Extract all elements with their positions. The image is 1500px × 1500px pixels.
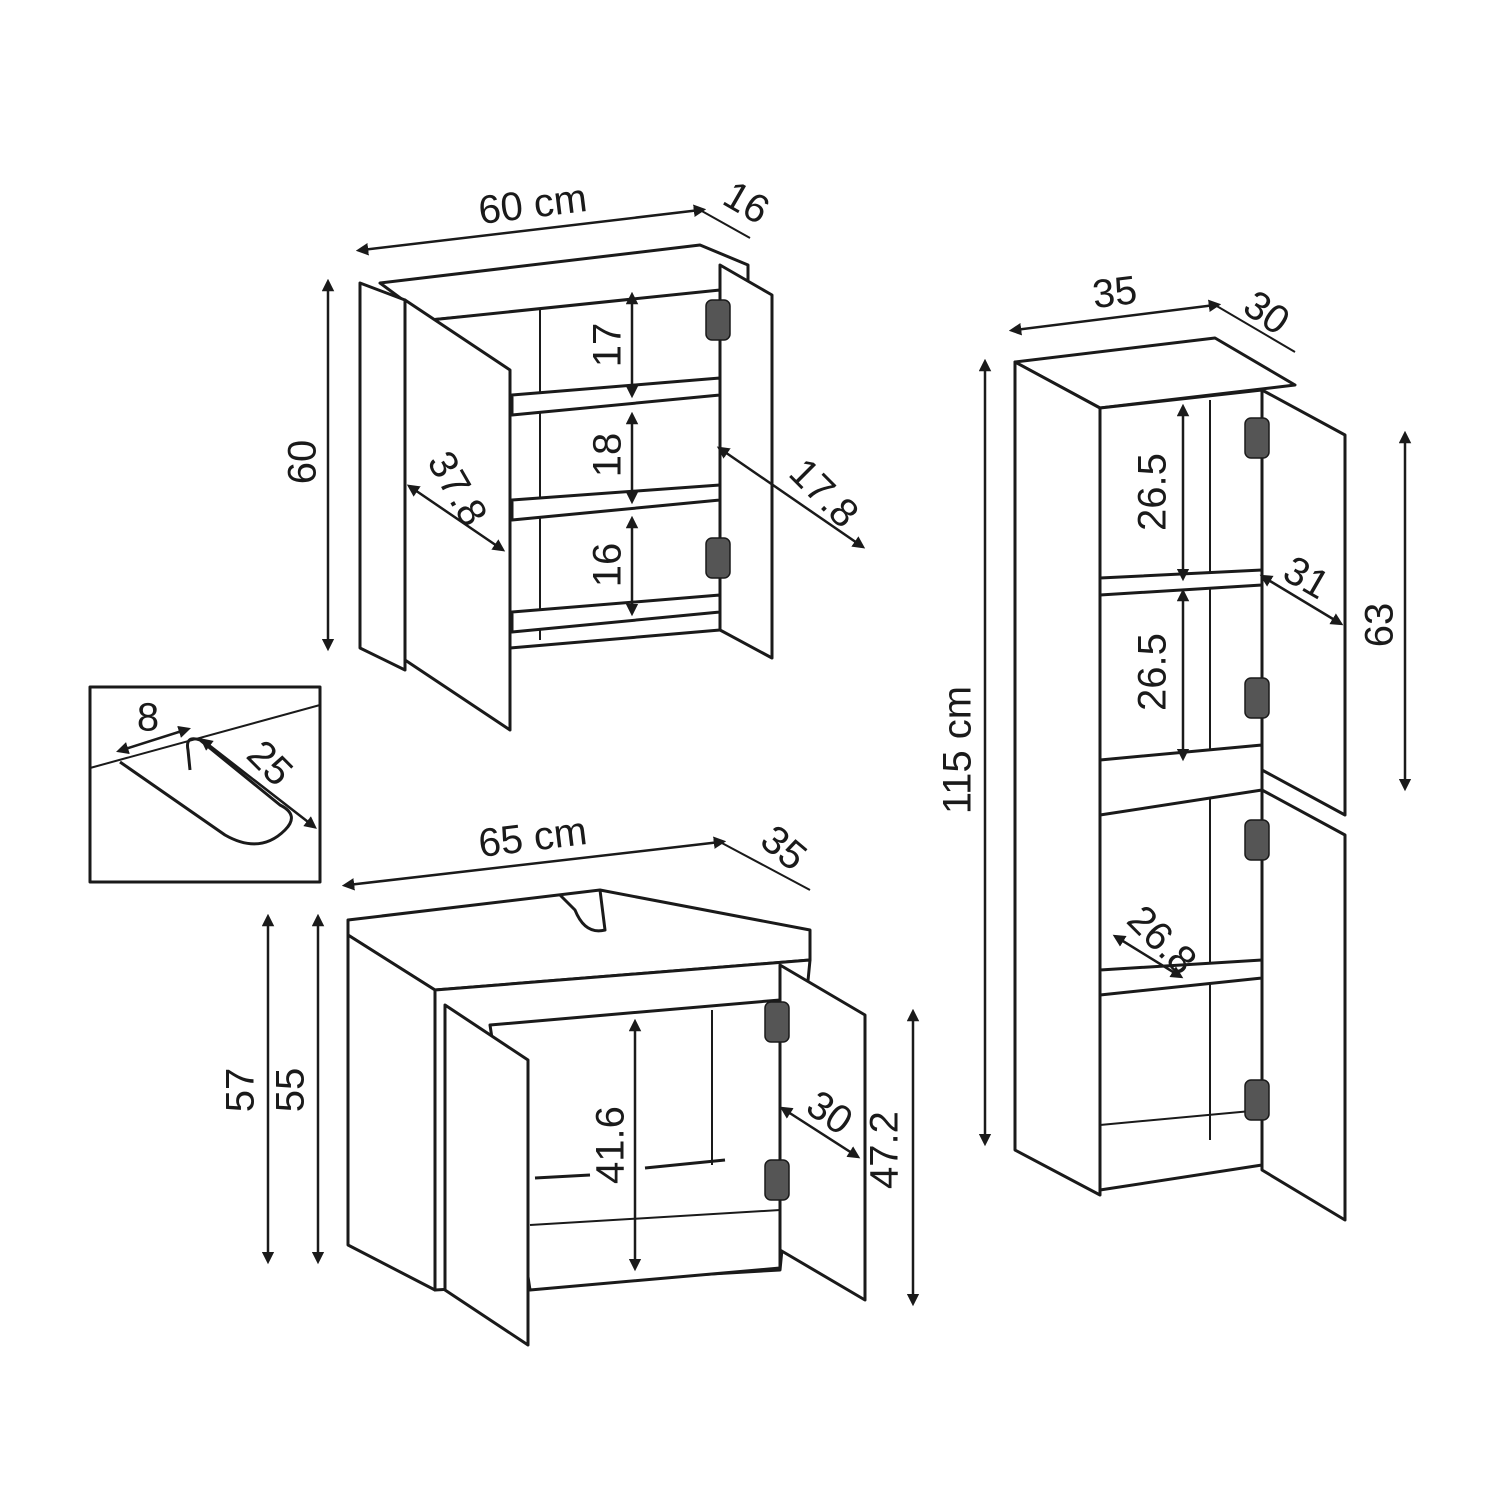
vanity-depth-label: 35	[752, 817, 814, 879]
hinge-icon	[705, 537, 731, 579]
tall-cabinet-drawing	[978, 299, 1412, 1222]
vanity-body-height-label: 55	[269, 1068, 313, 1113]
wall-cabinet-shelf-top-label: 17	[586, 323, 630, 368]
wall-cabinet-drawing	[321, 204, 866, 732]
handle-detail-drawing	[88, 685, 322, 884]
wall-cabinet-shelf-middle-label: 18	[586, 433, 630, 478]
handle-width-label: 8	[137, 696, 159, 740]
hinge-icon	[764, 1159, 790, 1201]
wall-cabinet-shelf-bottom-label: 16	[586, 543, 630, 588]
hinge-icon	[705, 299, 731, 341]
tall-cabinet-shelf-lower-label: 26.5	[1131, 633, 1175, 711]
vanity-width-label: 65 cm	[476, 809, 589, 866]
hinge-icon	[1244, 1079, 1270, 1121]
tall-cabinet-shelf-upper-label: 26.5	[1131, 453, 1175, 531]
handle-length-label: 25	[238, 732, 301, 795]
hinge-icon	[764, 1001, 790, 1043]
wall-cabinet-right-door-label: 17.8	[781, 450, 867, 536]
tall-cabinet-height-label: 115 cm	[936, 686, 980, 814]
vanity-inner-height-label: 41.6	[589, 1106, 633, 1184]
tall-cabinet-width-label: 35	[1090, 268, 1140, 317]
hinge-icon	[1244, 819, 1270, 861]
hinge-icon	[1244, 417, 1270, 459]
vanity-door-height-label: 47.2	[863, 1111, 907, 1189]
tall-cabinet-door-height-label: 63	[1358, 603, 1402, 648]
vanity-total-height-label: 57	[219, 1068, 263, 1113]
tall-cabinet-depth-label: 30	[1236, 282, 1298, 344]
wall-cabinet-height-label: 60	[281, 440, 325, 485]
vanity-unit-drawing	[261, 836, 920, 1347]
hinge-icon	[1244, 677, 1270, 719]
